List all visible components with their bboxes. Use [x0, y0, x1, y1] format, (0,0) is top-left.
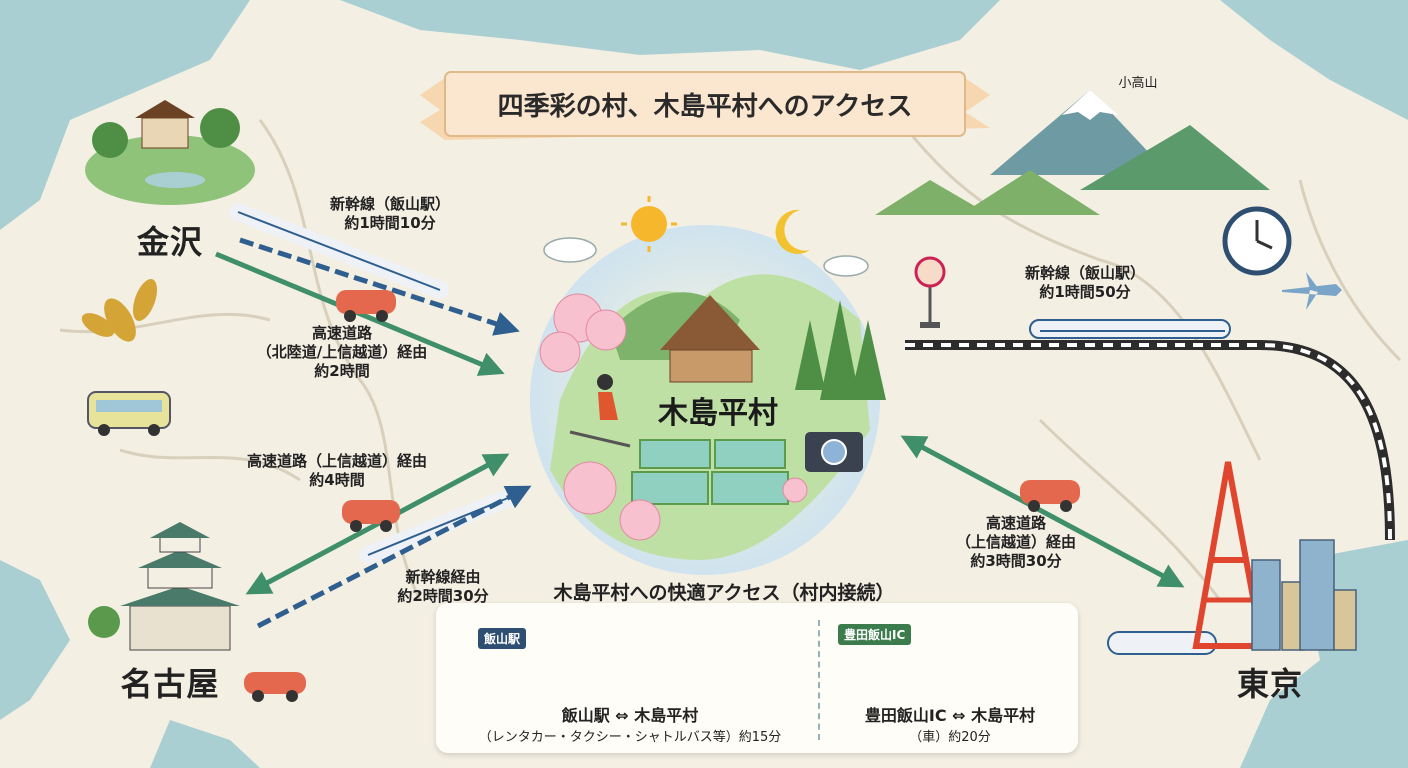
camera-icon — [805, 432, 863, 472]
leaf-icon — [81, 279, 158, 342]
car-icon — [342, 500, 400, 532]
route-kanazawa-car: 高速道路 （北陸道/上信越道）経由 約2時間 — [256, 324, 428, 380]
local-access-panel — [436, 603, 1078, 753]
panel-left-detail: （レンタカー・タクシー・シャトルバス等）約15分 — [478, 730, 782, 745]
cherry-blossom — [539, 293, 808, 541]
castle-icon — [88, 522, 240, 651]
car-icon — [336, 290, 396, 322]
panel-right-detail: （車）約20分 — [909, 730, 991, 745]
iiyama-station-sign: 飯山駅 — [478, 628, 527, 649]
city-kanazawa: 金沢 — [136, 223, 203, 261]
mountain-label: 小高山 — [1118, 76, 1158, 91]
panel-left-route: 飯山駅 ⇔ 木島平村 — [561, 706, 699, 725]
city-tokyo: 東京 — [1236, 665, 1303, 703]
village-name: 木島平村 — [658, 396, 778, 431]
route-kanazawa-train: 新幹線（飯山駅） 約1時間10分 — [329, 195, 450, 232]
sun-icon — [621, 196, 677, 252]
airplane-icon — [1282, 272, 1342, 310]
panel-right-route: 豊田飯山IC ⇔ 木島平村 — [864, 706, 1036, 725]
map-title: 四季彩の村、木島平村へのアクセス — [497, 92, 913, 122]
route-nagoya-train: 新幹線経由 約2時間30分 — [397, 568, 489, 605]
skier-icon — [569, 374, 631, 448]
thatched-house-icon — [660, 295, 760, 383]
bus-stop-icon — [914, 256, 946, 328]
bus-icon — [87, 391, 171, 436]
route-tokyo-car: 高速道路 （上信越道）経由 約3時間30分 — [955, 514, 1076, 570]
car-icon — [244, 672, 306, 702]
forest — [795, 300, 886, 400]
route-tokyo-train: 新幹線（飯山駅） 約1時間50分 — [1024, 264, 1145, 301]
train-icon — [1029, 319, 1231, 339]
toyota-iiyama-ic-sign: 豊田飯山IC — [838, 624, 912, 645]
tokyo-tower-icon — [1192, 461, 1266, 649]
route-nagoya-car: 高速道路（上信越道）経由 約4時間 — [246, 452, 427, 489]
panel-title: 木島平村への快適アクセス（村内接続） — [553, 582, 895, 604]
panel-divider — [818, 620, 820, 740]
city-skyline — [1251, 539, 1357, 651]
mountain-illustration — [875, 90, 1270, 215]
tokyo-rail — [905, 319, 1395, 541]
clock-icon — [1222, 206, 1292, 276]
train-icon — [229, 203, 449, 299]
rice-fields — [631, 439, 789, 505]
temple-icon — [85, 100, 255, 205]
title-banner — [420, 71, 990, 140]
village-illustration — [530, 225, 886, 575]
moon-icon — [775, 209, 810, 254]
cloud — [543, 237, 869, 277]
car-icon — [1020, 480, 1080, 512]
city-nagoya: 名古屋 — [120, 665, 220, 703]
